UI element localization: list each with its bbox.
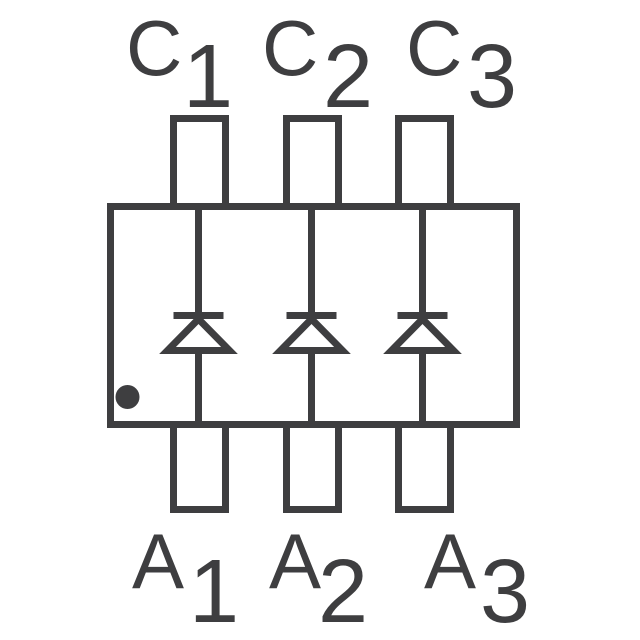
diode-1-anode-triangle bbox=[159, 314, 238, 354]
pin-lead-c3 bbox=[395, 115, 454, 210]
pin-label-c2: C2 bbox=[262, 4, 373, 127]
pin-label-a3: A3 bbox=[424, 517, 530, 640]
pin-lead-c2 bbox=[283, 115, 342, 210]
pin-label-a2: A2 bbox=[269, 517, 368, 640]
diode-symbol-1 bbox=[159, 206, 238, 425]
diode-2-anode-triangle bbox=[272, 314, 351, 354]
pin-lead-c1 bbox=[170, 115, 229, 210]
pin-lead-a2 bbox=[283, 421, 342, 513]
diode-symbol-3 bbox=[383, 206, 462, 425]
pin-lead-a3 bbox=[395, 421, 454, 513]
diode-3-anode-triangle bbox=[383, 314, 462, 354]
pin1-indicator-dot bbox=[115, 385, 140, 409]
pin-label-a1: A1 bbox=[132, 517, 239, 640]
pin-label-c1: C1 bbox=[126, 4, 233, 127]
diode-symbol-2 bbox=[272, 206, 351, 425]
pin-lead-a1 bbox=[170, 421, 229, 513]
pin-label-c3: C3 bbox=[406, 4, 517, 127]
